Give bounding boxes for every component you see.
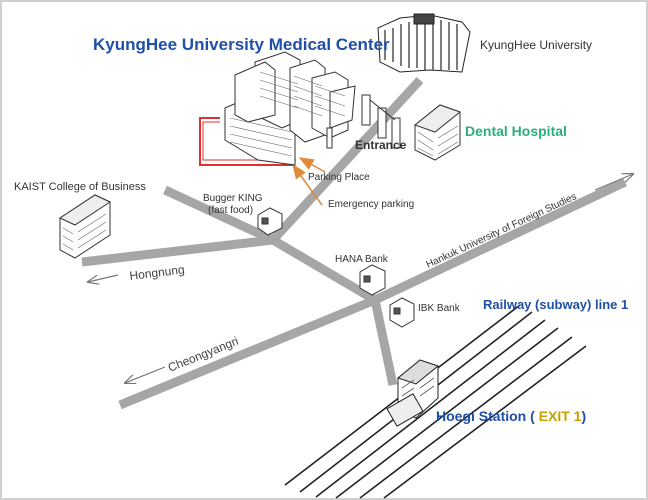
dental-hospital-label: Dental Hospital [465,123,567,139]
hana-bank-label: HANA Bank [335,254,389,265]
hankuk-arrow [594,174,633,191]
kaist-label: KAIST College of Business [14,181,146,193]
emergency-parking-label: Emergency parking [328,199,414,210]
burger-king-building-icon [257,207,283,236]
parking-place-label: Parking Place [308,172,370,183]
hongnung-arrow [88,274,119,282]
road-hongnung [81,235,274,267]
medical-center-building-icon [224,51,356,166]
railway-label: Railway (subway) line 1 [483,297,628,312]
burger-king-label-line2: (fast food) [208,205,253,216]
dental-hospital-building-icon [413,104,462,161]
road-network [81,76,627,410]
ibk-bank-building-icon [389,297,415,328]
station-name: Hoegi Station ( [436,408,539,424]
hongnung-label: Hongnung [129,262,186,283]
parking-route-inner [202,121,296,161]
kyunghee-university-label: KyungHee University [480,38,592,52]
road-cheongyangri [118,295,377,410]
cheongyangri-arrow [125,366,166,383]
kyunghee-university-building-icon [377,13,471,73]
hana-bank-building-icon [359,264,386,296]
entrance-gate-icon [326,94,401,149]
kaist-building-icon [58,194,112,259]
hankuk-label: Hankuk University of Foreign Studies [425,191,579,271]
railway-tracks [284,304,587,499]
hoegi-station-building-icon [386,359,440,427]
road-to-university [269,76,424,244]
parking-route [199,117,293,166]
road-burger-king [163,185,275,245]
station-exit: EXIT 1 [539,408,582,424]
ibk-bank-label: IBK Bank [418,303,461,314]
road-main-south [270,236,378,304]
road-to-station [370,299,398,386]
road-hankuk [373,177,627,305]
station-close: ) [581,408,586,424]
burger-king-label-line1: Bugger KING [203,193,263,204]
hoegi-station-label: Hoegi Station ( EXIT 1) [436,408,586,424]
entrance-label: Entrance [355,138,407,152]
emergency-parking-arrow [292,163,323,206]
map-title: KyungHee University Medical Center [93,35,390,54]
parking-place-arrow [298,157,326,173]
